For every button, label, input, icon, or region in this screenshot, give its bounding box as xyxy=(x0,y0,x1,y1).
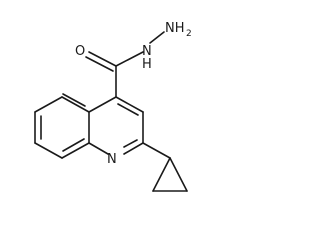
bond-cyclopropyl-2 xyxy=(152,157,171,192)
bond-c8-c8a xyxy=(61,142,90,159)
bond-carbonyl-o-1 xyxy=(88,51,117,67)
structure-canvas: NH 2 N H O N xyxy=(34,21,192,192)
carbonyl-oxygen-label: O xyxy=(75,44,85,59)
bond-c8-c8a-inner xyxy=(62,138,85,152)
hydrazide-n-label: N xyxy=(142,44,152,59)
ring-nitrogen-label: N xyxy=(107,152,117,167)
bond-cyclopropyl-1 xyxy=(169,157,188,192)
bond-n1-c8a xyxy=(88,142,109,155)
bond-nn xyxy=(149,31,165,44)
bond-c2-n1-inner xyxy=(123,139,138,148)
bond-c2-cyclopropyl xyxy=(142,142,171,159)
amine-subscript: 2 xyxy=(186,29,192,39)
bond-carbonyl-o-2 xyxy=(85,56,114,72)
amine-label: NH xyxy=(165,21,185,36)
bond-c4a-c4 xyxy=(88,96,117,113)
bond-c4a-c5 xyxy=(61,96,90,113)
bond-c2-n1 xyxy=(123,142,144,155)
hydrazide-h-label: H xyxy=(142,57,152,72)
bond-nh-carbonyl xyxy=(115,51,144,67)
bond-c5-c6 xyxy=(34,96,63,113)
molecule-drawing: NH 2 N H O N xyxy=(34,21,192,192)
bond-c4-c3 xyxy=(115,96,144,113)
bond-c4-c3-inner xyxy=(117,103,139,116)
bond-c4a-c5-inner xyxy=(62,93,86,107)
bond-c7-c8 xyxy=(34,142,63,159)
